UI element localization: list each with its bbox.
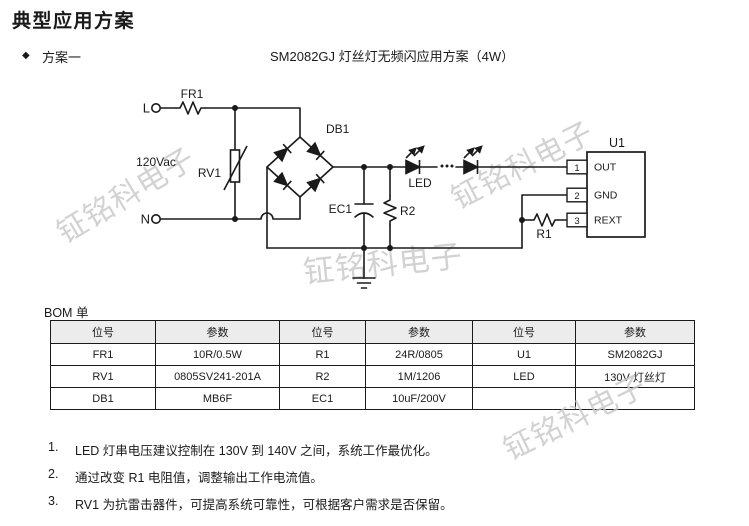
label-ec1: EC1 [329,202,353,216]
terminal-neutral [151,214,162,225]
note-number: 2. [48,467,59,481]
chip-pin-boxes [566,159,588,228]
pin-number-1: 1 [574,163,579,174]
varistor-strike [223,145,248,191]
pin-box-2 [566,187,588,203]
led-symbol [405,145,425,175]
pin-label-rext: REXT [594,215,623,227]
pin-label-gnd: GND [594,190,618,202]
table-row: DB1 MB6F EC1 10uF/200V [50,387,695,410]
label-u1: U1 [609,136,625,150]
wire-live-to-bridge [204,107,301,138]
scheme-label: 方案一 [42,50,82,65]
r1-resistor [530,213,559,227]
pin-box-1 [566,159,588,175]
junction-dots [232,105,525,251]
wire-gnd-to-chip [521,194,568,249]
junction-dot [361,164,367,170]
chip-body-u1 [586,151,646,238]
pin-box-3 [566,212,588,228]
label-led: LED [408,176,432,190]
junction-dot [361,245,367,251]
label-r2: R2 [400,204,416,218]
bom-cell [575,387,695,410]
label-rv1: RV1 [198,166,221,180]
wire-neutral-with-hop [159,196,301,220]
led-emission-arrow-icon [405,147,417,159]
bom-table: 位号 参数 位号 参数 位号 参数 FR1 10R/0.5W R1 24R/08… [50,320,695,410]
led-symbol [463,145,483,175]
bom-cell: 130V 灯丝灯 [575,365,695,388]
note-item: 2. 通过改变 R1 电阻值，调整输出工作电流值。 [48,467,323,486]
application-subtitle: SM2082GJ 灯丝灯无频闪应用方案（4W） [270,49,515,64]
junction-dot [519,217,525,223]
led-triangle [405,159,422,175]
varistor-body [229,149,241,183]
label-voltage: 120Vac [136,155,176,169]
note-number: 3. [48,494,59,508]
bridge-diode [306,141,325,161]
r2-resistor [383,195,397,226]
fuse-resistor-fr1 [175,101,206,115]
bridge-diode [273,171,292,191]
bom-header-cell: 参数 [365,320,473,344]
bom-header-cell: 位号 [472,320,576,344]
pin-label-out: OUT [594,162,617,174]
junction-dot [232,105,238,111]
note-text: RV1 为抗雷击器件，可提高系统可靠性，可根据客户需求是否保留。 [75,498,453,512]
circuit-labels: L N 120Vac FR1 RV1 DB1 EC1 R2 LED R1 U1 … [136,87,625,241]
label-live: L [143,101,150,116]
terminal-live [151,103,162,114]
label-db1: DB1 [326,122,350,136]
junction-dot [387,245,393,251]
bom-cell: MB6F [155,387,280,410]
bom-cell: 0805SV241-201A [155,365,280,388]
bom-cell: EC1 [279,387,366,410]
led-emission-arrow-icon [413,145,425,157]
bom-header-cell: 参数 [155,320,280,344]
note-item: 3. RV1 为抗雷击器件，可提高系统可靠性，可根据客户需求是否保留。 [48,494,453,513]
bridge-outline-db1 [266,136,334,198]
bom-cell: SM2082GJ [575,343,695,366]
note-item: 1. LED 灯串电压建议控制在 130V 到 140V 之间，系统工作最优化。 [48,440,438,459]
bridge-diode [273,143,292,163]
label-neutral: N [141,212,150,227]
note-text: LED 灯串电压建议控制在 130V 到 140V 之间，系统工作最优化。 [75,444,438,458]
led-ellipsis-dots [440,164,454,168]
bridge-diode [306,173,325,193]
bom-section: 位号 参数 位号 参数 位号 参数 FR1 10R/0.5W R1 24R/08… [50,320,695,410]
led-emission-arrow-icon [471,145,483,157]
label-fr1: FR1 [181,87,204,101]
label-r1: R1 [536,227,552,241]
page-title: 典型应用方案 [12,11,136,32]
note-number: 1. [48,440,59,454]
bom-cell: DB1 [50,387,156,410]
table-row: FR1 10R/0.5W R1 24R/0805 U1 SM2082GJ [50,343,695,366]
wires [159,101,568,289]
diamond-bullet-icon: ◆ [22,50,30,61]
led-triangle [463,159,480,175]
pin-number-2: 2 [574,191,579,202]
bom-title: BOM 单 [44,306,89,320]
varistor-rv1 [223,145,248,191]
bom-cell: 10uF/200V [365,387,473,410]
led-emission-arrow-icon [463,147,475,159]
pin-number-3: 3 [574,216,579,227]
note-text: 通过改变 R1 电阻值，调整输出工作电流值。 [75,471,323,485]
bom-cell: 24R/0805 [365,343,473,366]
junction-dot [387,164,393,170]
junction-dot [232,216,238,222]
